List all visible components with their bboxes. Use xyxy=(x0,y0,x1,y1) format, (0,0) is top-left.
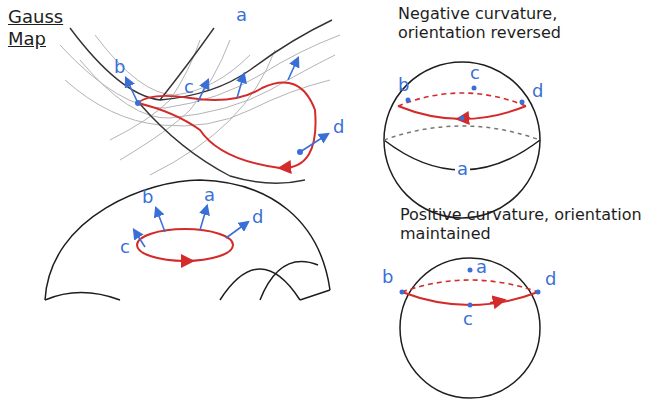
point-label: a xyxy=(204,184,215,206)
sketch-title: Gauss Map xyxy=(8,6,70,49)
point-label: a xyxy=(236,4,247,26)
point-label: c xyxy=(463,308,473,330)
point-label: d xyxy=(333,116,344,138)
point-label: b xyxy=(142,186,153,208)
point-label: d xyxy=(252,206,263,228)
point-label: a xyxy=(476,256,487,278)
curvature-note: Negative curvature, orientation reversed xyxy=(398,4,638,42)
point-label: d xyxy=(532,80,543,102)
point-label: c xyxy=(120,236,130,258)
point-label: b xyxy=(382,266,393,288)
point-label: d xyxy=(545,268,556,290)
point-label: b xyxy=(114,56,125,78)
point-label: b xyxy=(398,74,409,96)
point-label: c xyxy=(184,76,194,98)
curvature-note: Positive curvature, orientation maintain… xyxy=(400,205,662,243)
point-label: c xyxy=(470,62,480,84)
point-label: a xyxy=(455,158,470,180)
